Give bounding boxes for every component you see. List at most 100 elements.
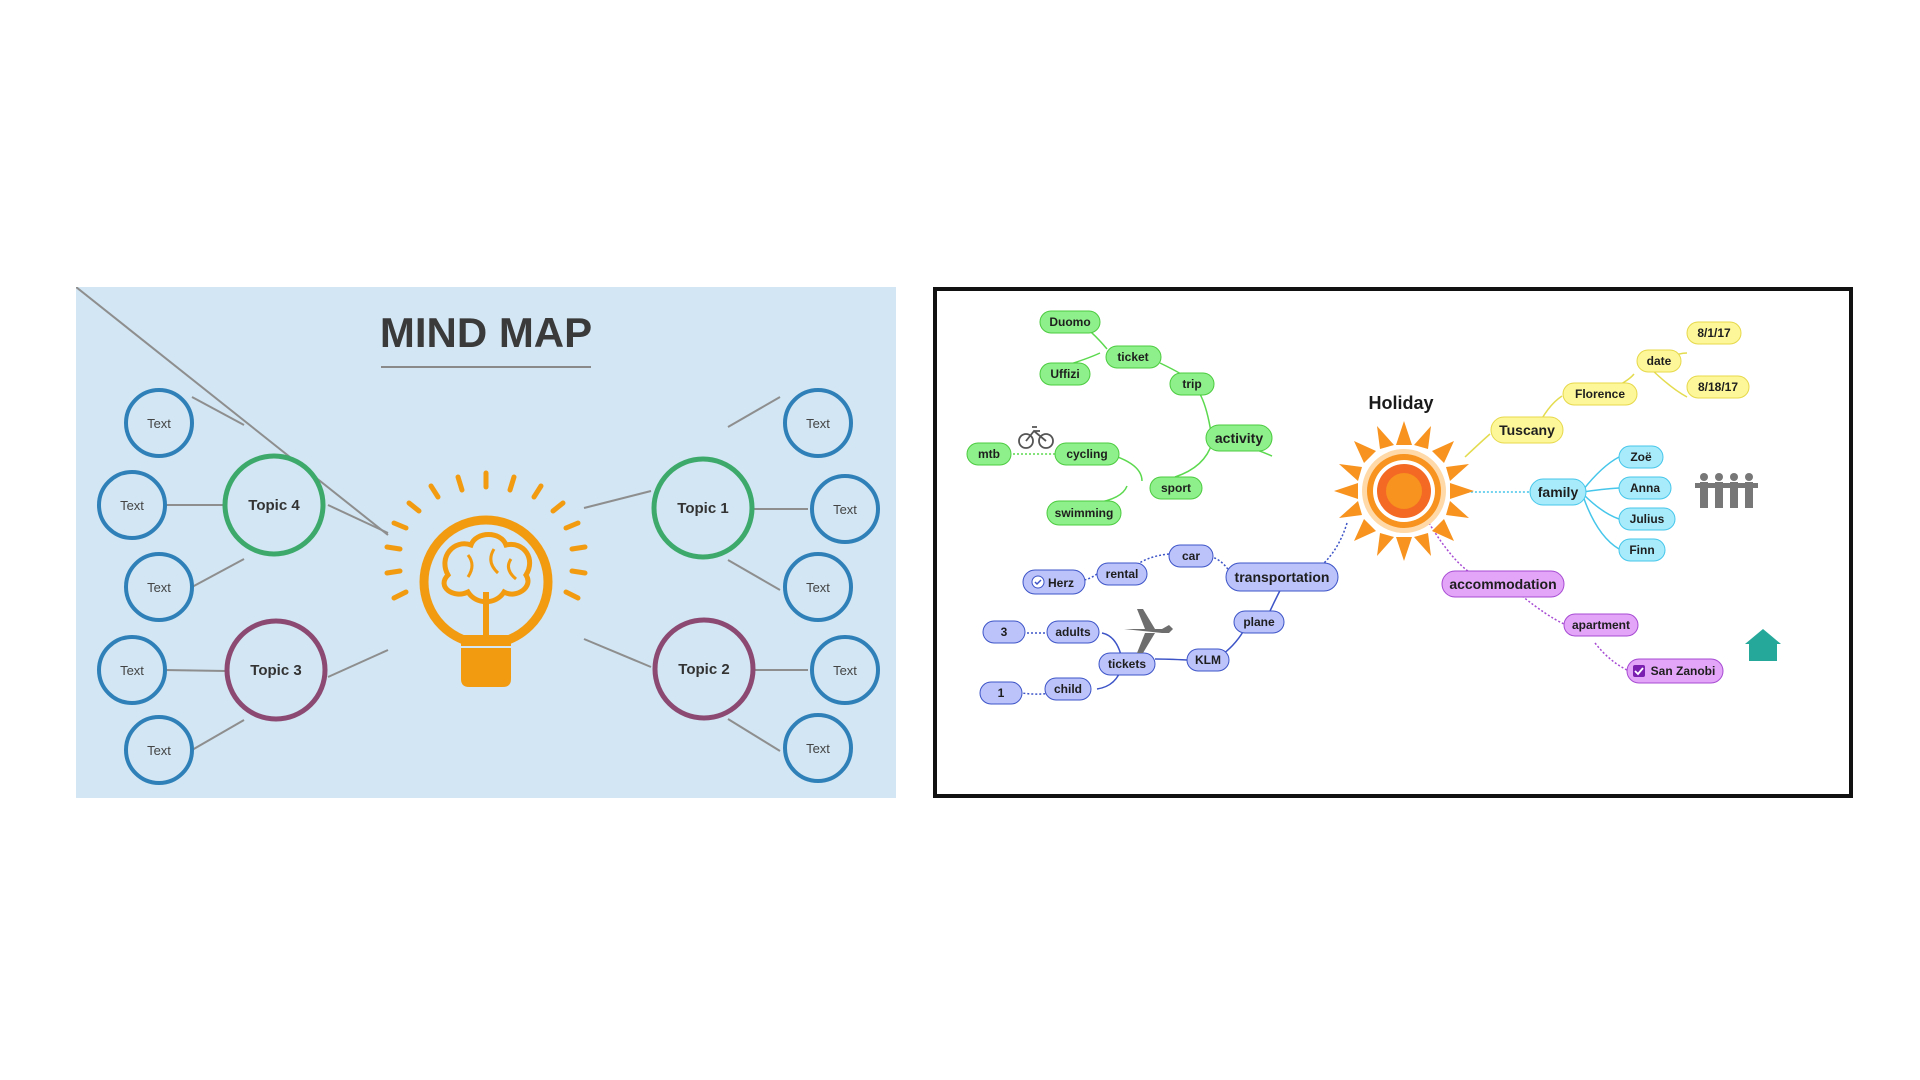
svg-text:accommodation: accommodation xyxy=(1449,576,1556,592)
topic-2-node: Topic 2 xyxy=(652,617,756,721)
svg-text:Herz: Herz xyxy=(1048,576,1074,590)
svg-text:Text: Text xyxy=(120,498,144,513)
node-duomo[interactable]: Duomo xyxy=(1039,310,1101,334)
svg-text:date: date xyxy=(1647,354,1672,368)
node-san-zanobi[interactable]: San Zanobi xyxy=(1626,658,1724,684)
svg-text:plane: plane xyxy=(1243,615,1275,629)
node-adults-count[interactable]: 3 xyxy=(982,620,1026,644)
node-plane[interactable]: plane xyxy=(1233,610,1285,634)
family-branch: family Zoë Anna Julius Finn xyxy=(1529,445,1758,562)
leaf-node: Text xyxy=(783,552,853,622)
central-topic-title: Holiday xyxy=(1368,393,1433,413)
svg-text:child: child xyxy=(1054,682,1082,696)
bicycle-icon xyxy=(1018,426,1054,449)
leaf-node: Text xyxy=(124,388,194,458)
leaf-nodes: Text Text Text Text Text Text Text Text … xyxy=(97,388,880,785)
node-family-member[interactable]: Julius xyxy=(1618,507,1676,531)
center-connectors xyxy=(76,287,389,536)
svg-text:swimming: swimming xyxy=(1055,506,1114,520)
node-swimming[interactable]: swimming xyxy=(1046,500,1122,526)
svg-text:Finn: Finn xyxy=(1629,543,1654,557)
svg-text:Topic 2: Topic 2 xyxy=(678,661,729,678)
svg-text:Text: Text xyxy=(147,580,171,595)
leaf-node: Text xyxy=(97,470,167,540)
svg-text:Julius: Julius xyxy=(1630,512,1665,526)
svg-text:Duomo: Duomo xyxy=(1049,315,1090,329)
node-date[interactable]: date xyxy=(1636,349,1682,373)
svg-text:transportation: transportation xyxy=(1235,569,1330,585)
svg-text:Text: Text xyxy=(120,663,144,678)
node-ticket[interactable]: ticket xyxy=(1105,345,1162,369)
node-child[interactable]: child xyxy=(1044,677,1092,701)
svg-text:tickets: tickets xyxy=(1108,657,1146,671)
svg-text:cycling: cycling xyxy=(1066,447,1107,461)
node-rental[interactable]: rental xyxy=(1096,562,1148,586)
node-child-count[interactable]: 1 xyxy=(979,681,1023,705)
node-tuscany[interactable]: Tuscany xyxy=(1490,416,1564,444)
svg-text:mtb: mtb xyxy=(978,447,1000,461)
svg-text:Text: Text xyxy=(833,502,857,517)
node-klm[interactable]: KLM xyxy=(1186,648,1230,672)
svg-text:apartment: apartment xyxy=(1572,618,1630,632)
svg-text:Text: Text xyxy=(806,741,830,756)
node-transportation[interactable]: transportation xyxy=(1225,562,1339,592)
svg-text:1: 1 xyxy=(998,686,1005,700)
mind-map-title: MIND MAP xyxy=(380,309,592,356)
node-cycling[interactable]: cycling xyxy=(1054,442,1120,466)
activity-branch: Duomo ticket Uffizi trip activity cyclin… xyxy=(966,310,1273,526)
node-date-end[interactable]: 8/18/17 xyxy=(1686,375,1750,399)
svg-text:ticket: ticket xyxy=(1117,350,1148,364)
holiday-mind-map: Holiday xyxy=(933,287,1853,798)
node-mtb[interactable]: mtb xyxy=(966,442,1012,466)
mind-map-template: MIND MAP Text xyxy=(76,287,896,798)
svg-text:Text: Text xyxy=(147,743,171,758)
node-trip[interactable]: trip xyxy=(1169,372,1215,396)
node-date-start[interactable]: 8/1/17 xyxy=(1686,321,1742,345)
svg-text:sport: sport xyxy=(1161,481,1191,495)
svg-text:Topic 4: Topic 4 xyxy=(248,497,300,514)
accommodation-branch: accommodation apartment San Zanobi xyxy=(1441,570,1781,684)
svg-text:Uffizi: Uffizi xyxy=(1050,367,1079,381)
node-sport[interactable]: sport xyxy=(1149,476,1203,500)
node-florence[interactable]: Florence xyxy=(1562,382,1638,406)
node-herz[interactable]: Herz xyxy=(1022,569,1086,595)
checkbox-checked-icon[interactable] xyxy=(1633,665,1645,677)
people-icon xyxy=(1695,473,1758,508)
svg-text:rental: rental xyxy=(1106,567,1139,581)
svg-text:car: car xyxy=(1182,549,1200,563)
svg-text:San Zanobi: San Zanobi xyxy=(1651,664,1716,678)
node-uffizi[interactable]: Uffizi xyxy=(1039,362,1091,386)
node-accommodation[interactable]: accommodation xyxy=(1441,570,1565,598)
svg-text:Text: Text xyxy=(806,416,830,431)
node-family-member[interactable]: Anna xyxy=(1618,476,1672,500)
svg-text:Text: Text xyxy=(147,416,171,431)
node-adults[interactable]: adults xyxy=(1046,620,1100,644)
svg-text:Text: Text xyxy=(833,663,857,678)
leaf-node: Text xyxy=(97,635,167,705)
node-family[interactable]: family xyxy=(1529,478,1587,506)
topic-1-node: Topic 1 xyxy=(651,456,755,560)
svg-text:Text: Text xyxy=(806,580,830,595)
svg-text:Florence: Florence xyxy=(1575,387,1625,401)
svg-text:8/1/17: 8/1/17 xyxy=(1697,326,1731,340)
airplane-icon xyxy=(1124,609,1173,653)
svg-text:Topic 3: Topic 3 xyxy=(250,662,301,679)
node-car[interactable]: car xyxy=(1168,544,1214,568)
svg-text:adults: adults xyxy=(1055,625,1091,639)
node-tickets[interactable]: tickets xyxy=(1098,652,1156,676)
leaf-node: Text xyxy=(810,635,880,705)
node-family-member[interactable]: Zoë xyxy=(1618,445,1664,469)
node-apartment[interactable]: apartment xyxy=(1563,613,1639,637)
leaf-node: Text xyxy=(810,474,880,544)
transportation-branch: transportation car rental Herz plane KLM… xyxy=(979,544,1339,705)
leaf-node: Text xyxy=(124,552,194,622)
node-activity[interactable]: activity xyxy=(1205,424,1273,452)
holiday-map-canvas: Holiday xyxy=(966,310,1781,705)
leaf-node: Text xyxy=(783,388,853,458)
svg-text:Topic 1: Topic 1 xyxy=(677,500,728,517)
svg-text:Anna: Anna xyxy=(1630,481,1660,495)
svg-text:3: 3 xyxy=(1001,625,1008,639)
svg-text:KLM: KLM xyxy=(1195,653,1221,667)
node-family-member[interactable]: Finn xyxy=(1618,538,1666,562)
topic-3-node: Topic 3 xyxy=(224,618,328,722)
